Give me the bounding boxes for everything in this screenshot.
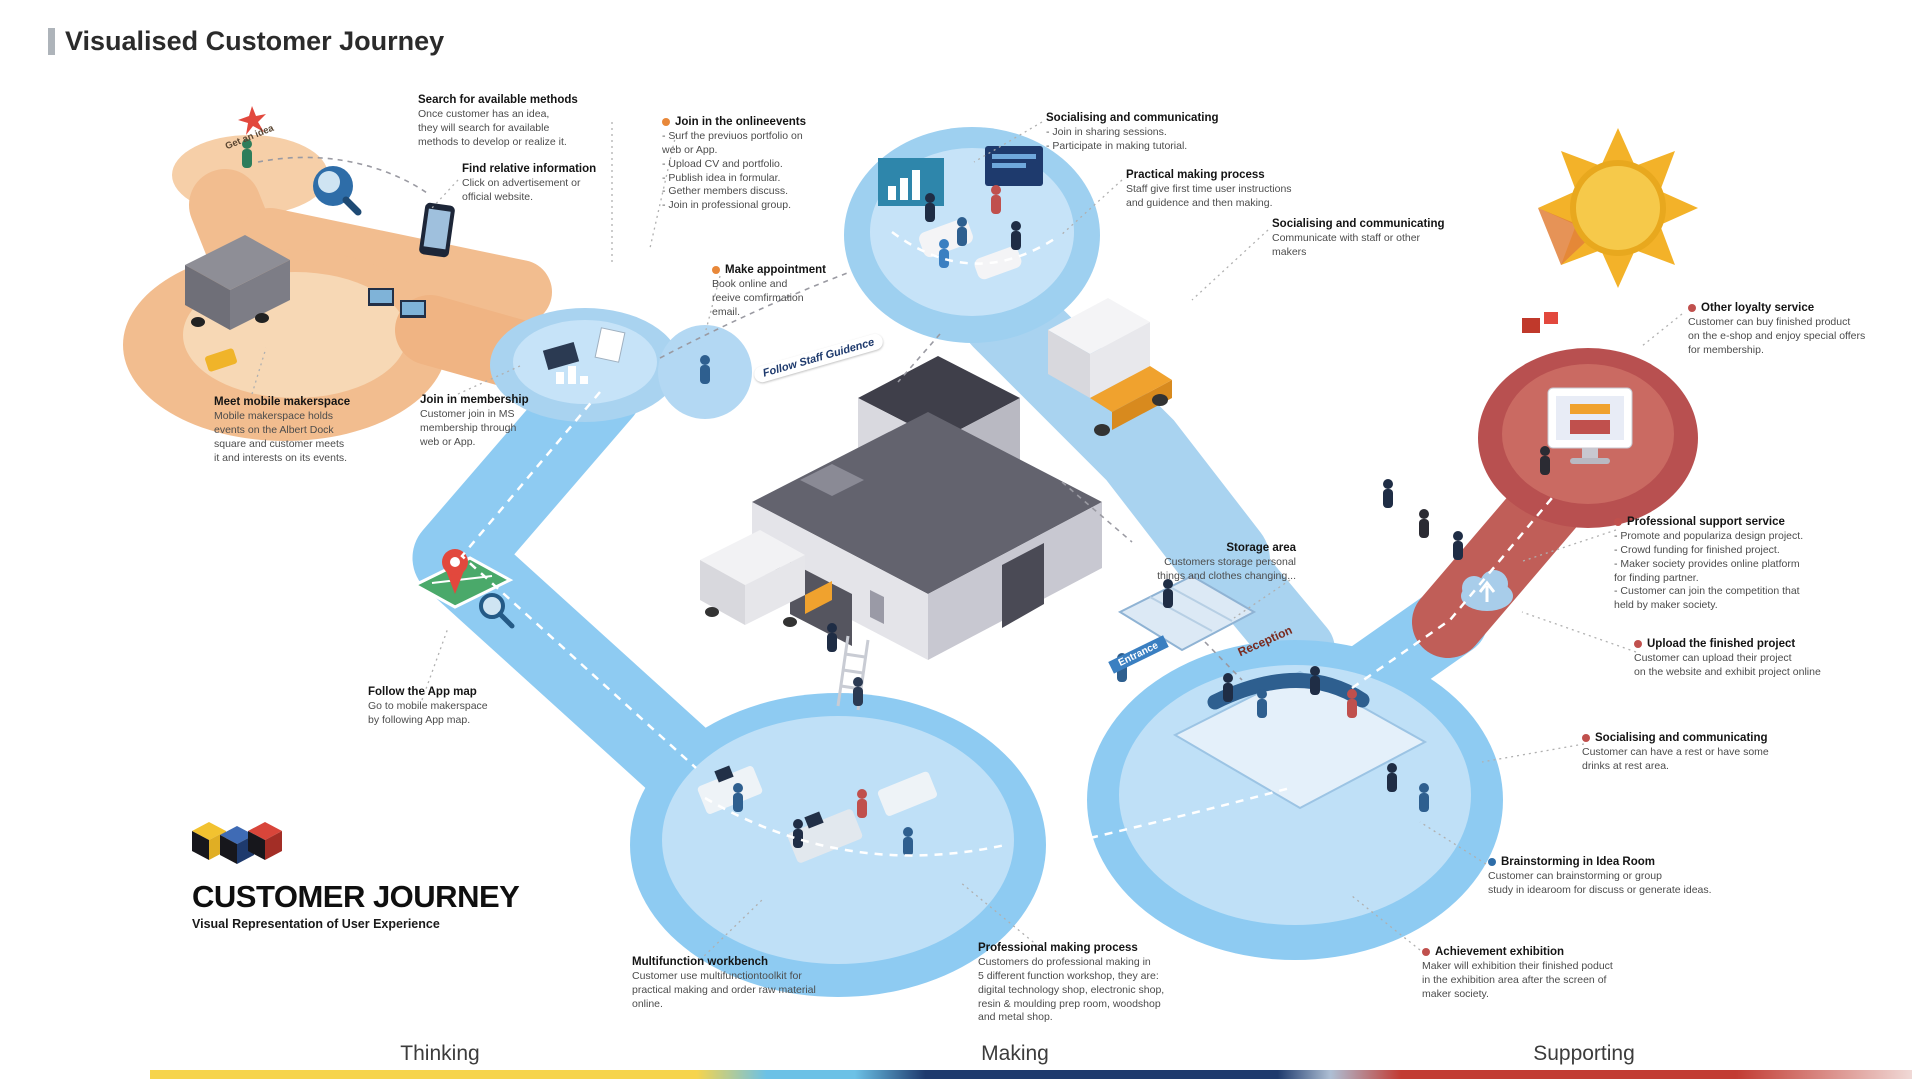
page-header: Visualised Customer Journey <box>48 26 444 57</box>
bullet-dot <box>1634 640 1642 648</box>
phase-gradient-bar <box>150 1070 1912 1079</box>
annotation-body: Book online and reeive comfirmation emai… <box>712 278 804 318</box>
annotation-title: Professional support service <box>1614 516 1854 528</box>
annotation-body: Communicate with staff or other makers <box>1272 232 1421 258</box>
annotation-body: Staff give first time user instructions … <box>1126 183 1292 209</box>
annotation-body: Customer use multifunctiontoolkit for pr… <box>632 970 816 1010</box>
annotation-title: Upload the finished project <box>1634 638 1864 650</box>
annotation-title: Multifunction workbench <box>632 956 769 968</box>
annotation-body: Customer can buy finished product on the… <box>1688 316 1866 356</box>
annotation-body: Mobile makerspace holds events on the Al… <box>214 410 348 464</box>
annotation-body: Customer can brainstorming or group stud… <box>1488 870 1712 896</box>
annotation-multifunction-workbench: Multifunction workbench Customer use mul… <box>632 956 852 1012</box>
annotation-body: - Surf the previuos portfolio on web or … <box>662 130 803 212</box>
membership-laptop <box>542 327 626 384</box>
annotation-title: Join in the onlineevents <box>662 116 842 128</box>
route-dashed-lines <box>257 156 1243 681</box>
annotation-body: Customers storage personal things and cl… <box>1157 556 1296 582</box>
annotation-achievement-exhibition: Achievement exhibition Maker will exhibi… <box>1422 946 1667 1002</box>
annotation-upload-finished-project: Upload the finished project Customer can… <box>1634 638 1864 680</box>
annotation-search-available-methods: Search for available methods Once custom… <box>418 94 593 150</box>
maker-building <box>752 356 1102 660</box>
annotation-body: Customers do professional making in 5 di… <box>978 956 1165 1024</box>
location-pin-icon <box>411 549 515 629</box>
upload-cloud-icon <box>1461 570 1513 611</box>
annotation-title: Other loyalty service <box>1688 302 1893 314</box>
phase-making: Making <box>981 1042 1049 1065</box>
annotation-title: Join in membership <box>420 394 529 406</box>
bullet-dot <box>662 118 670 126</box>
annotation-socialising-rest: Socialising and communicating Customer c… <box>1582 732 1817 774</box>
annotation-body: Go to mobile makerspace by following App… <box>368 700 488 726</box>
annotation-body: Customer can have a rest or have some dr… <box>1582 746 1769 772</box>
page-title: Visualised Customer Journey <box>65 26 445 56</box>
annotation-title: Socialising and communicating <box>1272 218 1445 230</box>
bullet-dot <box>1688 304 1696 312</box>
annotation-other-loyalty-service: Other loyalty service Customer can buy f… <box>1688 302 1893 358</box>
annotation-make-appointment: Make appointment Book online and reeive … <box>712 264 852 320</box>
annotation-brainstorming-idea-room: Brainstorming in Idea Room Customer can … <box>1488 856 1753 898</box>
annotation-follow-app-map: Follow the App map Go to mobile makerspa… <box>368 686 528 728</box>
annotation-meet-mobile-makerspace: Meet mobile makerspace Mobile makerspace… <box>214 396 384 465</box>
annotation-title: Find relative information <box>462 163 597 175</box>
truck-icon-top <box>1048 298 1172 436</box>
annotation-title: Follow the App map <box>368 686 477 698</box>
annotation-practical-making-process: Practical making process Staff give firs… <box>1126 169 1336 211</box>
annotation-body: - Join in sharing sessions. - Participat… <box>1046 126 1188 152</box>
annotation-leader-lines <box>251 121 1683 961</box>
annotation-professional-support-service: Professional support service - Promote a… <box>1614 516 1854 613</box>
truck-icon-mid <box>700 530 832 627</box>
route-white-dashes <box>460 230 1553 857</box>
header-accent-bar <box>48 28 55 55</box>
annotation-professional-making-process: Professional making process Customers do… <box>978 942 1203 1025</box>
annotation-socialising-sharing: Socialising and communicating - Join in … <box>1046 112 1236 154</box>
magnifier-icon <box>313 166 362 216</box>
bullet-dot <box>1582 734 1590 742</box>
logo-subtitle: Visual Representation of User Experience <box>192 917 440 931</box>
bullet-dot <box>1614 518 1622 526</box>
bullet-dot <box>1488 858 1496 866</box>
eshop-monitor <box>1522 312 1633 464</box>
annotation-join-in-membership: Join in membership Customer join in MS m… <box>420 394 560 450</box>
annotation-title: Professional making process <box>978 942 1138 954</box>
bullet-dot <box>712 266 720 274</box>
logo-name: CUSTOMER JOURNEY <box>192 879 520 914</box>
annotation-title: Brainstorming in Idea Room <box>1488 856 1753 868</box>
annotation-body: Click on advertisement or official websi… <box>462 177 581 203</box>
phase-thinking: Thinking <box>400 1042 480 1065</box>
workbench-area <box>697 765 937 863</box>
annotation-body: Maker will exhibition their finished pod… <box>1422 960 1613 1000</box>
smartphone-icon <box>419 202 455 258</box>
annotation-title: Make appointment <box>712 264 852 276</box>
annotation-body: - Promote and populariza design project.… <box>1614 530 1804 612</box>
phase-supporting: Supporting <box>1533 1042 1635 1065</box>
customer-journey-logo: CUSTOMER JOURNEY Visual Representation o… <box>192 820 520 931</box>
annotation-title: Socialising and communicating <box>1582 732 1817 744</box>
annotation-title: Meet mobile makerspace <box>214 396 351 408</box>
logo-cubes-icon <box>192 822 282 864</box>
annotation-storage-area: Storage area Customers storage personal … <box>1104 542 1296 584</box>
annotation-title: Storage area <box>1226 542 1296 554</box>
annotation-body: Once customer has an idea, they will sea… <box>418 108 567 148</box>
annotation-title: Search for available methods <box>418 94 578 106</box>
annotation-find-relative-information: Find relative information Click on adver… <box>462 163 622 205</box>
annotation-title: Practical making process <box>1126 169 1265 181</box>
annotation-title: Achievement exhibition <box>1422 946 1667 958</box>
annotation-body: Customer join in MS membership through w… <box>420 408 517 448</box>
kiosk-screens <box>368 288 426 318</box>
truck-icon-left <box>185 235 290 372</box>
annotation-body: Customer can upload their project on the… <box>1634 652 1821 678</box>
annotation-title: Socialising and communicating <box>1046 112 1219 124</box>
sun-icon <box>1538 128 1698 288</box>
bullet-dot <box>1422 948 1430 956</box>
annotation-join-online-events: Join in the onlineevents - Surf the prev… <box>662 116 842 213</box>
annotation-socialising-staff: Socialising and communicating Communicat… <box>1272 218 1462 260</box>
idea-person <box>238 106 266 168</box>
